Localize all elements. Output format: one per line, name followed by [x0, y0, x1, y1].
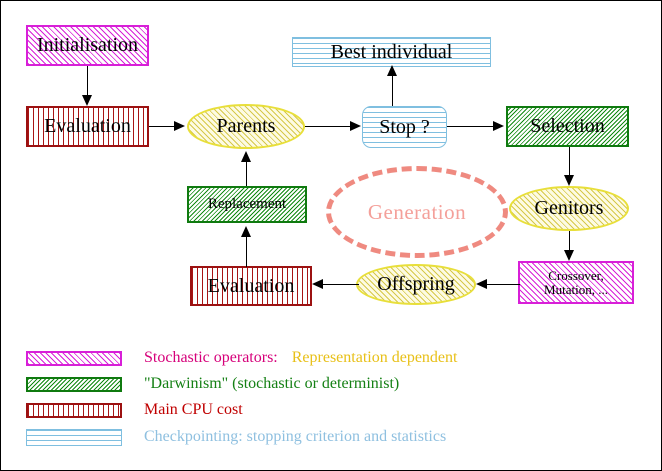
node-crossover-mutation[interactable]: Crossover, Mutation, ... [518, 261, 634, 304]
node-offspring-label: Offspring [377, 273, 455, 295]
legend-swatch-red-vertical [26, 402, 122, 418]
node-replacement[interactable]: Replacement [187, 186, 307, 223]
legend-swatch-green-diagonal [26, 376, 122, 392]
edge-init-to-eval-arrow [82, 95, 92, 106]
edge-stop-to-best-arrow [387, 65, 397, 76]
legend-row-darwinism: "Darwinism" (stochastic or determinist) [26, 373, 399, 395]
node-evaluation-top-label: Evaluation [44, 115, 131, 137]
node-replacement-label: Replacement [207, 195, 287, 212]
legend-label-checkpointing: Checkpointing: stopping criterion and st… [144, 428, 447, 445]
edge-parents-to-stop [305, 126, 355, 127]
edge-offspring-to-eval [321, 284, 359, 285]
edge-replacement-to-parents [246, 153, 247, 186]
node-initialisation[interactable]: Initialisation [26, 25, 149, 66]
edge-stop-to-best [392, 67, 393, 106]
edge-replacement-to-parents-arrow [241, 151, 251, 162]
edge-init-to-eval [87, 66, 88, 96]
edge-parents-to-stop-arrow [350, 121, 361, 131]
node-generation-label: Generation [367, 199, 467, 224]
node-evaluation-bottom-label: Evaluation [207, 274, 295, 297]
node-crossover-line1: Crossover, [548, 267, 604, 283]
edge-stop-to-selection [447, 126, 497, 127]
node-evaluation-bottom[interactable]: Evaluation [190, 266, 312, 306]
node-crossover-line2: Mutation, ... [544, 281, 608, 297]
legend-row-checkpointing: Checkpointing: stopping criterion and st… [26, 426, 446, 448]
legend-row-cpu-cost: Main CPU cost [26, 399, 243, 421]
edge-eval-to-parents [149, 126, 176, 127]
edge-eval-to-parents-arrow [174, 121, 185, 131]
legend-label-darwinism: "Darwinism" (stochastic or determinist) [144, 375, 400, 392]
node-initialisation-label: Initialisation [36, 34, 139, 56]
edge-crossover-to-offspring-arrow [476, 279, 487, 289]
edge-selection-to-genitors [569, 147, 570, 179]
node-best-individual[interactable]: Best individual [292, 37, 491, 67]
node-selection-label: Selection [530, 115, 605, 137]
legend-swatch-magenta-diagonal [26, 350, 122, 366]
edge-selection-to-genitors-arrow [564, 175, 574, 186]
node-evaluation-top[interactable]: Evaluation [26, 106, 149, 147]
node-best-individual-label: Best individual [330, 40, 453, 63]
legend-row-stochastic: Stochastic operators: Representation dep… [26, 347, 457, 369]
node-selection[interactable]: Selection [506, 106, 629, 147]
edge-genitors-to-crossover [569, 231, 570, 253]
node-stop-label: Stop ? [379, 115, 430, 138]
node-offspring[interactable]: Offspring [356, 264, 476, 305]
legend-label-stochastic-operators: Stochastic operators: [144, 349, 278, 366]
node-genitors[interactable]: Genitors [509, 186, 629, 231]
node-parents-label: Parents [216, 115, 276, 137]
edge-stop-to-selection-arrow [493, 121, 504, 131]
node-generation: Generation [326, 166, 508, 258]
node-stop[interactable]: Stop ? [362, 106, 447, 148]
edge-offspring-to-eval-arrow [312, 279, 323, 289]
legend-swatch-blue-horizontal [26, 428, 122, 446]
node-parents[interactable]: Parents [187, 104, 305, 149]
legend-label-representation-dependent: Representation dependent [291, 349, 458, 366]
edge-eval-to-replacement-arrow [241, 226, 251, 237]
node-genitors-label: Genitors [534, 197, 604, 219]
legend-label-main-cpu-cost: Main CPU cost [144, 401, 243, 418]
edge-crossover-to-offspring [485, 284, 520, 285]
edge-genitors-to-crossover-arrow [564, 250, 574, 261]
edge-eval-to-replacement [246, 229, 247, 267]
